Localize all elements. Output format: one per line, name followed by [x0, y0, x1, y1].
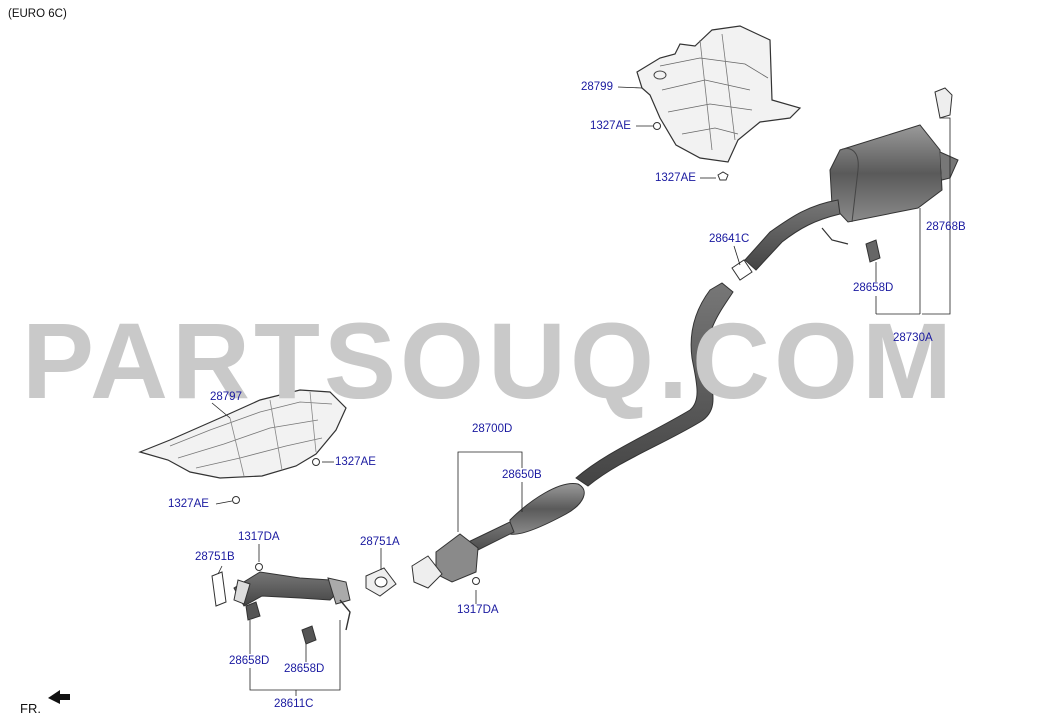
heat-shield-rear[interactable]	[636, 25, 802, 163]
center-pipe[interactable]	[411, 282, 734, 589]
bolt-icon-right	[472, 577, 480, 585]
clip-icon-top2	[717, 171, 729, 181]
label-28797[interactable]: 28797	[210, 391, 242, 403]
front-pipe[interactable]	[211, 563, 351, 645]
label-1317da-right[interactable]: 1317DA	[457, 604, 499, 616]
label-28658d-right[interactable]: 28658D	[853, 282, 894, 294]
heat-shield-center[interactable]	[138, 389, 347, 479]
clip-icon-mid2	[232, 496, 240, 504]
label-28611c[interactable]: 28611C	[274, 698, 314, 710]
clip-icon-top1	[653, 122, 661, 130]
label-28730a[interactable]: 28730A	[893, 332, 933, 344]
front-direction-arrow-icon	[48, 690, 70, 704]
label-28799[interactable]: 28799	[581, 81, 613, 93]
label-1327ae-mid2[interactable]: 1327AE	[168, 498, 209, 510]
label-1327ae-top1[interactable]: 1327AE	[590, 120, 631, 132]
label-28700d[interactable]: 28700D	[472, 423, 513, 435]
label-28751b[interactable]: 28751B	[195, 551, 235, 563]
direction-label: FR.	[20, 701, 41, 716]
euro-note: (EURO 6C)	[8, 8, 67, 20]
leader-lines	[211, 86, 951, 696]
label-28751a[interactable]: 28751A	[360, 536, 400, 548]
label-1327ae-mid1[interactable]: 1327AE	[335, 456, 376, 468]
rear-muffler[interactable]	[731, 87, 959, 281]
label-28650b[interactable]: 28650B	[502, 469, 542, 481]
label-28658d-left1[interactable]: 28658D	[229, 655, 270, 667]
clip-icon-mid1	[312, 458, 320, 466]
label-28641c[interactable]: 28641C	[709, 233, 750, 245]
label-28658d-left2[interactable]: 28658D	[284, 663, 325, 675]
label-1327ae-top2[interactable]: 1327AE	[655, 172, 696, 184]
gasket-28751a[interactable]	[365, 567, 397, 597]
watermark: PARTSOUQ.COM	[22, 300, 956, 421]
label-28768b[interactable]: 28768B	[926, 221, 966, 233]
label-1317da-left[interactable]: 1317DA	[238, 531, 280, 543]
